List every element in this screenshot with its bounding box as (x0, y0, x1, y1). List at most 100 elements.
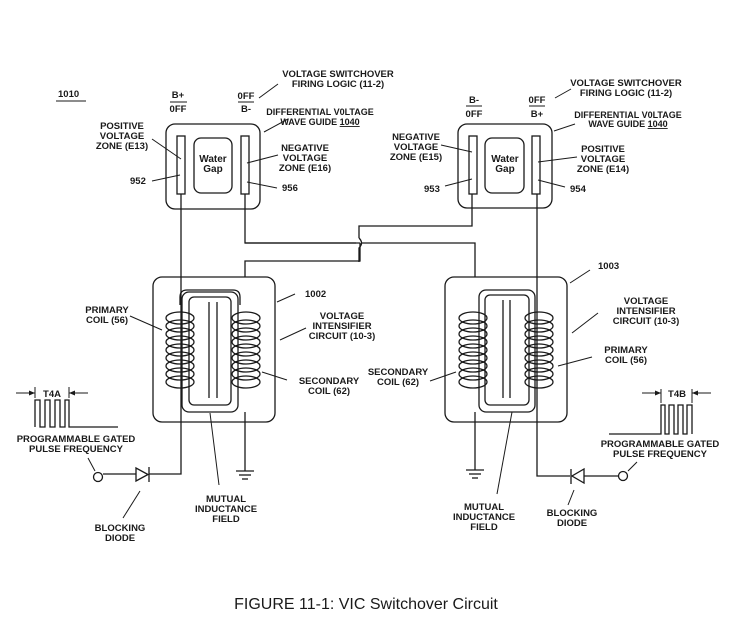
field-label-line3: FIELD (212, 514, 240, 525)
leader-line (276, 293, 296, 303)
pulse-train (34, 399, 118, 428)
vic-label-line3: CIRCUIT (10-3) (613, 316, 680, 327)
leader-line (440, 144, 473, 153)
transformer-core-outer (181, 291, 239, 413)
right-switch-top-label: 0FF (529, 95, 546, 106)
coil-turn (524, 375, 554, 389)
leader-line (261, 371, 288, 381)
vic-label-line3: CIRCUIT (10-3) (309, 331, 376, 342)
right-unit: B- 0FF 0FF B+ VOLTAGE SWITCHOVER FIRING … (368, 78, 720, 533)
coil-turn (524, 367, 554, 381)
right-coil-label-line1: SECONDARY (299, 376, 360, 387)
water-gap-label-line1: Water (491, 154, 519, 165)
coil-turn (231, 335, 261, 349)
right-switch-bottom-label: B- (241, 104, 251, 115)
coil-turn (524, 351, 554, 365)
leader-line (553, 123, 576, 132)
coil-turn (524, 311, 554, 325)
right-zone-label-line3: ZONE (E16) (279, 163, 331, 174)
leader-line (263, 118, 289, 133)
coil-turn (458, 327, 488, 341)
coil-turn (458, 335, 488, 349)
coil-turn (458, 311, 488, 325)
right-zone-label-line1: NEGATIVE (281, 143, 329, 154)
leader-line (627, 461, 638, 472)
diode-label-line2: DIODE (557, 518, 587, 529)
coil-turn (165, 311, 195, 325)
ground-symbol (466, 469, 484, 479)
coil-turn (165, 367, 195, 381)
right-coil-label-line2: COIL (62) (308, 386, 350, 397)
left-switch-top-label: B- (469, 95, 479, 106)
vic-enclosure (152, 276, 276, 423)
leader-line (258, 83, 279, 99)
left-zone-label-line3: ZONE (E13) (96, 141, 148, 152)
pulse-period-label: T4A (43, 389, 61, 400)
coil-turn (458, 319, 488, 333)
left-coil-label-line2: COIL (62) (377, 377, 419, 388)
leader-line (554, 88, 572, 99)
leader-line (209, 412, 220, 486)
pulse-period-label: T4B (668, 389, 686, 400)
coil-turn (231, 351, 261, 365)
transformer-core-inner (188, 296, 232, 406)
coil-turn (231, 375, 261, 389)
left-switch-bottom-label: 0FF (466, 109, 483, 120)
wave-guide-label-line2: WAVE GUIDE 1040 (280, 117, 359, 127)
coil-turn (524, 319, 554, 333)
left-switch-bottom-label: 0FF (170, 104, 187, 115)
wire (536, 194, 570, 477)
left-zone-label-line1: POSITIVE (100, 121, 144, 132)
coil-turn (458, 375, 488, 389)
coil-turn (165, 319, 195, 333)
firing-logic-label-line2: FIRING LOGIC (11-2) (292, 79, 384, 90)
crossover-wire (358, 194, 473, 238)
right-coil-label-line2: COIL (56) (605, 355, 647, 366)
left-zone-label-line1: NEGATIVE (392, 132, 440, 143)
vic-label-line2: INTENSIFIER (312, 321, 371, 332)
coil-turn (165, 327, 195, 341)
electrode-plate-953 (468, 135, 478, 195)
left-switch-top-label: B+ (172, 90, 185, 101)
right-coil-label-line1: PRIMARY (604, 345, 648, 356)
crossover-jumper (245, 237, 476, 277)
primary-coil-windings (524, 311, 554, 389)
firing-logic-label-line2: FIRING LOGIC (11-2) (580, 88, 672, 99)
figure-reference: 1010 (58, 89, 79, 100)
coil-turn (165, 375, 195, 389)
leader-line (246, 181, 278, 189)
leader-line (569, 269, 591, 284)
leader-line (429, 371, 457, 382)
coil-turn (458, 343, 488, 357)
wave-guide-cell (457, 123, 553, 209)
secondary-coil-windings (231, 311, 261, 389)
blocking-diode-symbol (135, 466, 150, 483)
coil-turn (165, 351, 195, 365)
coil-turn (231, 359, 261, 373)
leader-line (129, 315, 163, 331)
leader-line (122, 490, 141, 519)
left-zone-label-line2: VOLTAGE (394, 142, 439, 153)
pulse-width-marker (642, 389, 711, 403)
coil-turn (165, 359, 195, 373)
wave-guide-cell (165, 123, 261, 210)
vic-ref: 1002 (305, 289, 326, 300)
firing-logic-label-line1: VOLTAGE SWITCHOVER (570, 78, 682, 89)
right-zone-label-line2: VOLTAGE (283, 153, 328, 164)
left-zone-label-line3: ZONE (E15) (390, 152, 442, 163)
plate-ref-956: 956 (282, 183, 298, 194)
diode-label-line1: BLOCKING (95, 523, 146, 534)
coil-turn (458, 351, 488, 365)
coil-turn (165, 335, 195, 349)
leader-line (567, 489, 575, 506)
leader-line (279, 327, 307, 341)
leader-line (246, 154, 279, 164)
field-label-line1: MUTUAL (206, 494, 246, 505)
coil-turn (524, 343, 554, 357)
coil-turn (231, 319, 261, 333)
water-gap-chamber (484, 137, 525, 194)
right-zone-label-line1: POSITIVE (581, 144, 625, 155)
figure-caption: FIGURE 11-1: VIC Switchover Circuit (234, 596, 498, 613)
diode-label-line1: BLOCKING (547, 508, 598, 519)
